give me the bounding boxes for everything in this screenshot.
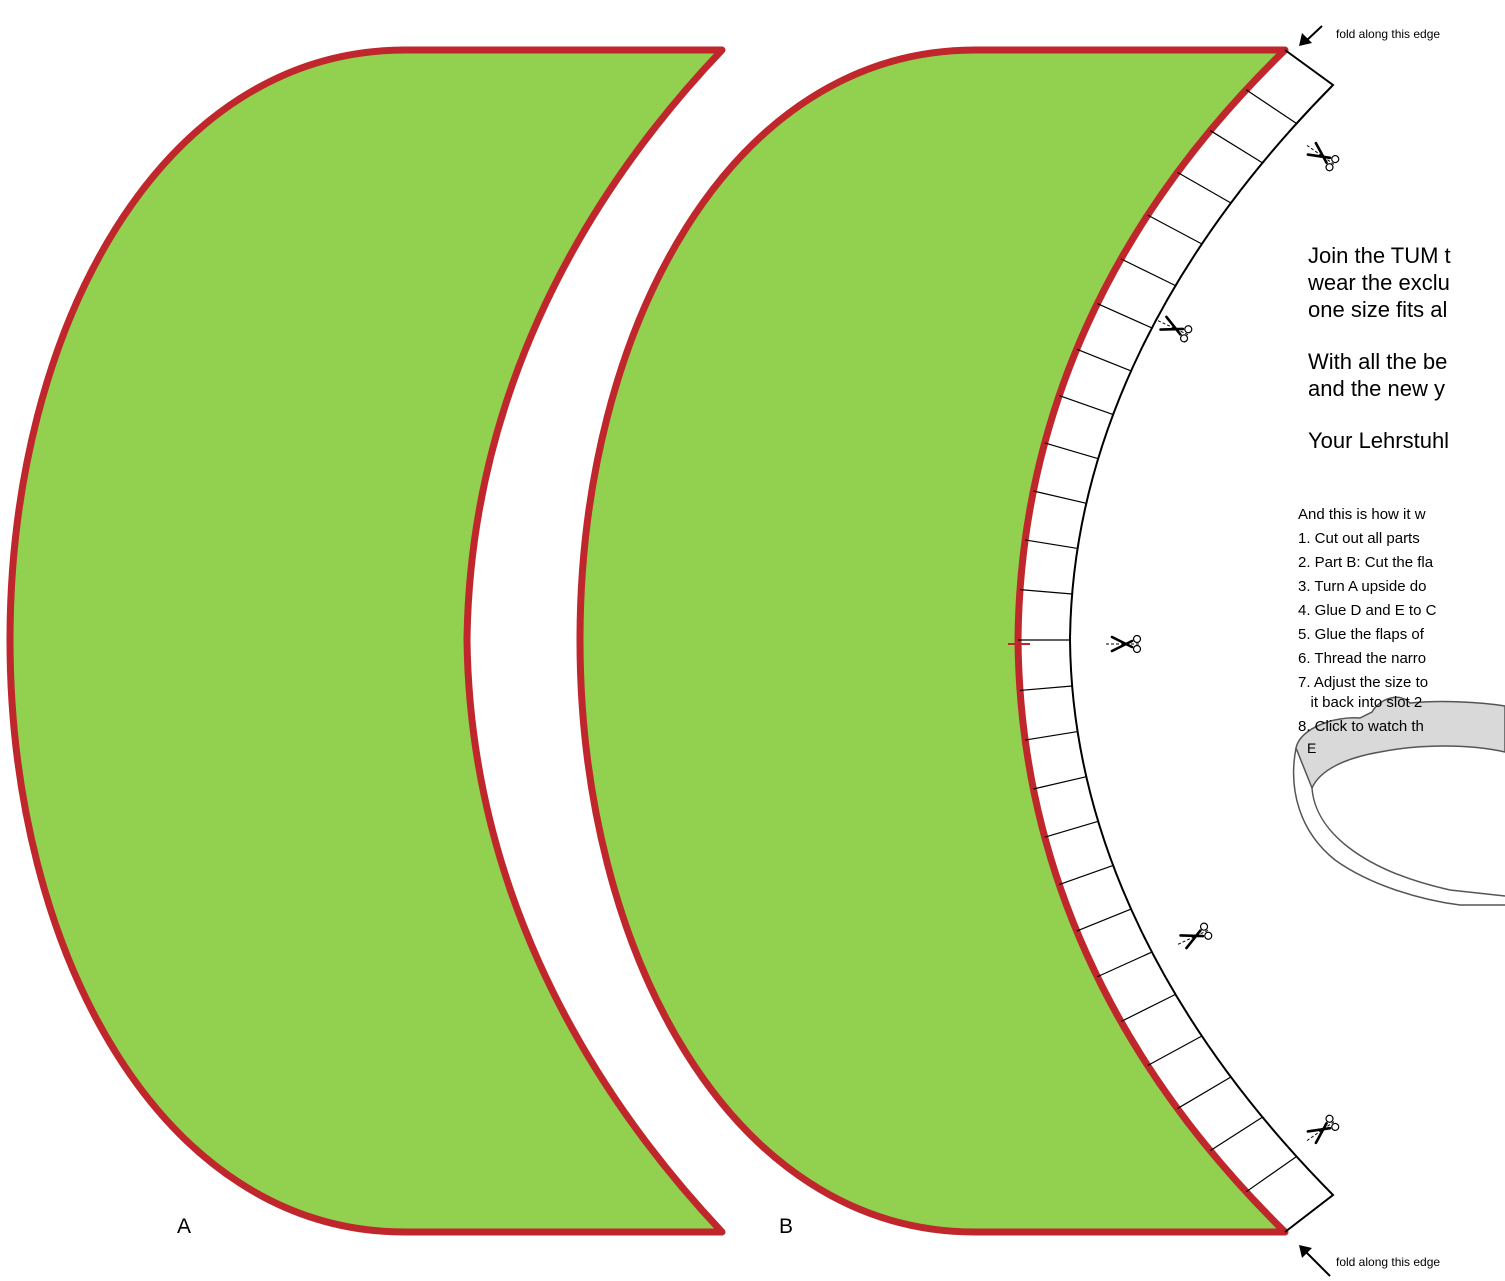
instruction-step: 7. Adjust the size to (1298, 674, 1429, 691)
flap-divider-line (1120, 993, 1176, 1023)
flap-divider-line (1147, 1035, 1203, 1067)
instruction-step: 5. Glue the flaps of (1298, 626, 1424, 643)
flap-divider-line (1209, 130, 1263, 164)
scissors-icon (1300, 1112, 1342, 1149)
part-a-shape (6, 46, 726, 1236)
greeting-line: With all the be (1308, 349, 1448, 374)
flap-divider-line (1177, 171, 1232, 204)
flap-divider-line (1033, 776, 1087, 790)
part-b-shape (576, 46, 1289, 1236)
flap-divider-line (1025, 539, 1078, 550)
instruction-step: 2. Part B: Cut the fla (1298, 554, 1434, 571)
flap-divider-line (1019, 685, 1073, 692)
scissors-icon (1173, 920, 1215, 954)
flap-divider-line (1025, 730, 1078, 741)
flap-divider-line (1147, 214, 1203, 245)
flap-divider-line (1076, 908, 1132, 932)
sketch-label: E (1307, 740, 1317, 756)
scissors-icon (1300, 137, 1342, 174)
scissors-icon (1153, 311, 1195, 345)
instruction-step: 3. Turn A upside do (1298, 578, 1427, 595)
flap-dividers (1018, 89, 1297, 1193)
invitation-line: Join the TUM t (1308, 243, 1451, 268)
flap-divider-line (1058, 864, 1114, 886)
instructions-intro: And this is how it w (1298, 506, 1426, 523)
flap-divider-line (1097, 951, 1153, 978)
invitation-line: wear the exclu (1308, 270, 1450, 295)
flap-divider-line (1245, 1155, 1297, 1193)
fold-bottom-arrow-icon (1299, 1245, 1331, 1277)
instruction-step: 6. Thread the narro (1298, 650, 1427, 667)
flap-divider-line (1209, 1116, 1263, 1152)
fold-top-arrow-icon (1299, 25, 1323, 46)
scissors-icon (1104, 634, 1142, 654)
flap-divider-line (1120, 258, 1176, 287)
signature-line: Your Lehrstuhl (1308, 428, 1450, 453)
flap-divider-line (1044, 820, 1099, 838)
fold-label-bottom: fold along this edge (1336, 1255, 1441, 1269)
part-b-label: B (779, 1215, 794, 1238)
flap-divider-line (1097, 303, 1153, 329)
instruction-step: 1. Cut out all parts (1298, 530, 1420, 547)
headband-sketch (1292, 696, 1505, 906)
greeting-line: and the new y (1308, 376, 1445, 401)
instruction-step: 4. Glue D and E to C (1298, 602, 1437, 619)
instruction-step: it back into slot 2 (1298, 694, 1423, 711)
part-a-label: A (177, 1215, 192, 1238)
flap-divider-line (1245, 89, 1297, 125)
flap-divider-line (1177, 1076, 1232, 1110)
instruction-step: 8. Click to watch th (1298, 718, 1424, 735)
flap-divider-line (1019, 588, 1073, 595)
flap-divider-line (1076, 348, 1132, 372)
invitation-line: one size fits al (1308, 297, 1448, 322)
flap-divider-line (1044, 442, 1099, 460)
flap-divider-line (1033, 490, 1087, 504)
flap-divider-line (1058, 395, 1114, 416)
fold-label-top: fold along this edge (1336, 27, 1441, 41)
